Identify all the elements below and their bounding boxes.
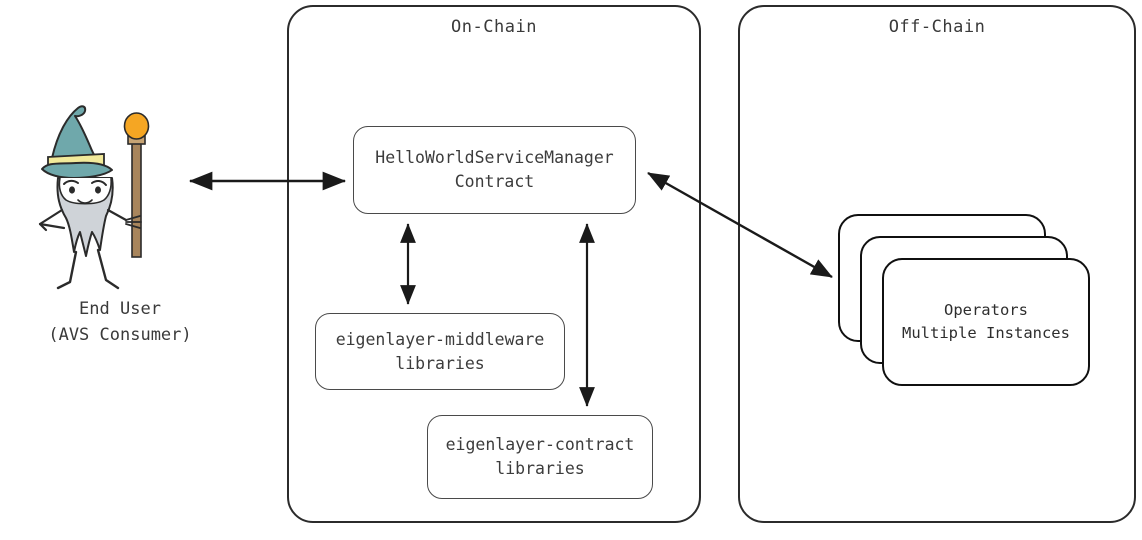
node-eigenlayer-contract-libraries[interactable]: eigenlayer-contract libraries: [427, 415, 653, 499]
panel-on-chain-title: On-Chain: [451, 17, 537, 37]
node-hello-world-service-manager[interactable]: HelloWorldServiceManager Contract: [353, 126, 636, 214]
wizard-icon: [38, 105, 150, 290]
node-eigenlayer-middleware-libraries[interactable]: eigenlayer-middleware libraries: [315, 313, 565, 390]
end-user-caption: End User (AVS Consumer): [48, 299, 192, 346]
operator-card-front[interactable]: Operators Multiple Instances: [882, 258, 1090, 386]
panel-off-chain-title: Off-Chain: [888, 17, 986, 37]
node-operators-stack[interactable]: Operators Multiple Instances: [838, 214, 1090, 386]
